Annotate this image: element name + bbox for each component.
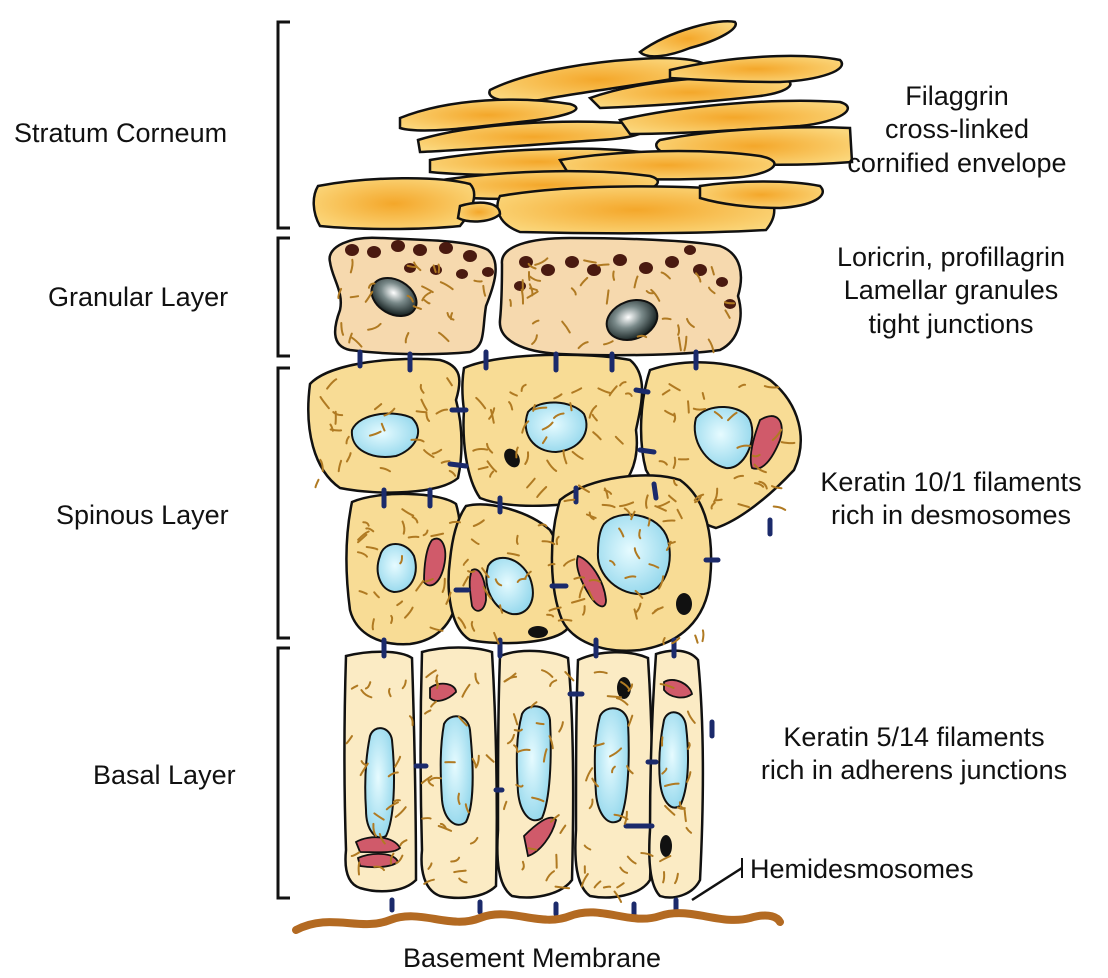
keratin-filament — [782, 442, 795, 443]
label-basal-layer: Basal Layer — [93, 759, 236, 791]
flake — [314, 178, 474, 229]
desc-stratum-corneum: Filaggrin cross-linked cornified envelop… — [826, 80, 1088, 180]
layer-brackets — [278, 22, 290, 898]
keratin-filament — [688, 401, 689, 412]
bracket-basal — [278, 648, 290, 898]
keratin-filament — [774, 507, 786, 510]
label-granular-layer: Granular Layer — [48, 281, 228, 313]
keratin-filament — [510, 300, 511, 306]
flake — [458, 203, 500, 222]
keratin-filament — [695, 636, 697, 643]
keratin-filament — [515, 730, 522, 731]
keratin-filament — [639, 530, 640, 538]
keratin-filament — [649, 519, 650, 526]
nucleus — [659, 712, 688, 807]
keratin-filament — [409, 537, 419, 538]
keratin-filament — [351, 296, 358, 297]
flake — [640, 21, 736, 56]
keratin-filament — [663, 872, 664, 882]
label-hemidesmosomes: Hemidesmosomes — [750, 853, 974, 885]
label-basement-membrane: Basement Membrane — [372, 942, 692, 974]
desc-granular-layer: Loricrin, profillagrin Lamellar granules… — [808, 241, 1094, 341]
keratin-filament — [316, 480, 319, 487]
keratin-filament — [598, 264, 608, 265]
keratin-filament — [716, 500, 722, 501]
basement-membrane — [296, 912, 780, 930]
keratin-filament — [608, 696, 621, 697]
keratin-filament — [678, 325, 679, 335]
nucleus — [595, 708, 629, 822]
keratin-filament — [468, 571, 474, 572]
keratin-filament — [725, 302, 734, 303]
keratin-filament — [417, 411, 427, 412]
keratin-filament — [674, 414, 675, 422]
keratin-filament — [559, 620, 572, 621]
nucleus — [352, 414, 418, 457]
desc-basal-layer: Keratin 5/14 filaments rich in adherens … — [738, 721, 1090, 788]
bracket-spinous — [278, 368, 290, 638]
keratin-filament — [359, 862, 360, 874]
bracket-stratum-corneum — [278, 22, 290, 228]
keratin-filament — [604, 887, 610, 888]
bracket-granular — [278, 238, 290, 356]
keratin-filament — [570, 403, 571, 410]
keratin-filament — [694, 409, 706, 410]
keratin-filament — [331, 430, 342, 431]
nucleus — [517, 706, 551, 820]
keratin-filament — [663, 521, 674, 522]
keratin-filament — [685, 810, 686, 821]
keratin-filament — [663, 319, 671, 320]
keratin-filament — [537, 723, 544, 724]
keratin-filament — [450, 522, 460, 523]
corneum-flakes — [314, 21, 852, 233]
keratin-filament — [703, 630, 704, 641]
label-spinous-layer: Spinous Layer — [56, 499, 229, 531]
desc-spinous-layer: Keratin 10/1 filaments rich in desmosome… — [798, 466, 1104, 533]
keratin-filament — [422, 818, 430, 819]
label-stratum-corneum: Stratum Corneum — [14, 117, 227, 149]
keratin-filament — [474, 281, 481, 282]
keratin-filament — [517, 536, 518, 544]
keratin-filament — [391, 616, 392, 623]
nucleus — [378, 544, 416, 592]
keratin-filament — [529, 848, 537, 849]
keratin-filament — [613, 272, 614, 280]
